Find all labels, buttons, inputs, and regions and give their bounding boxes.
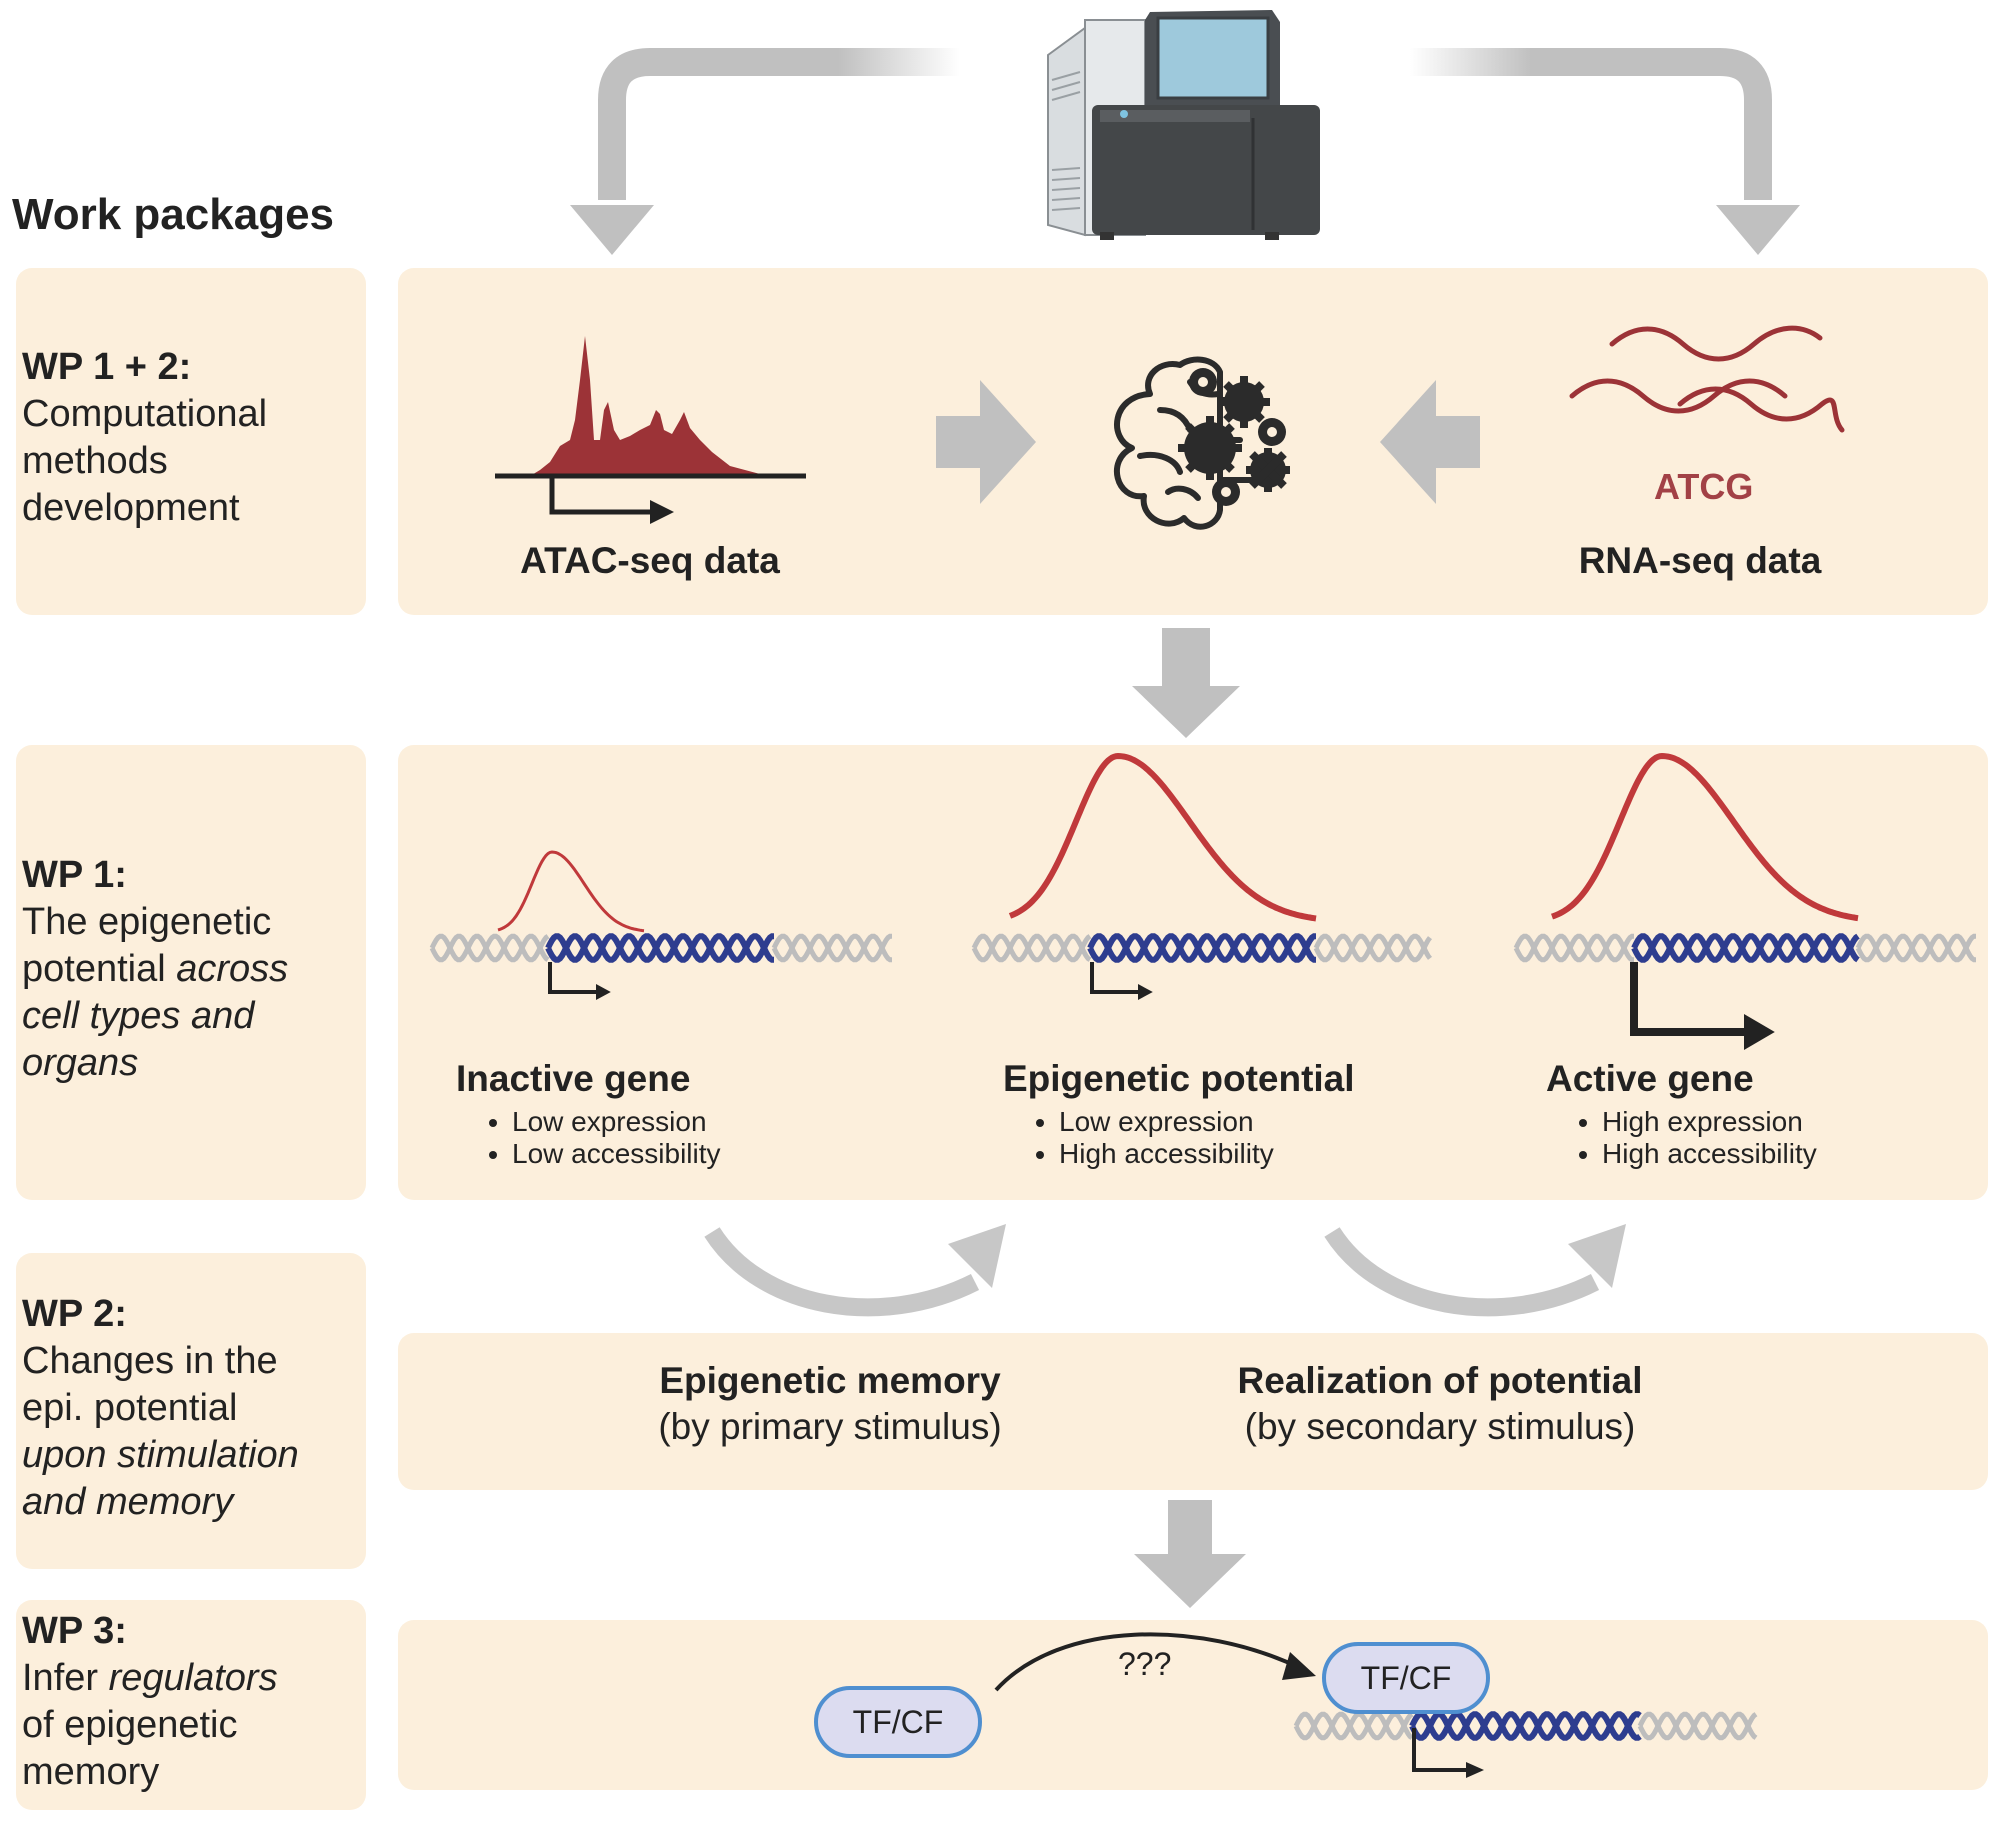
gene-state-bullet: Low expression	[1059, 1106, 1355, 1138]
transition-subtitle: (by secondary stimulus)	[1244, 1406, 1636, 1447]
transition-arrow-1	[704, 1224, 1006, 1317]
wp-description-line: memory	[22, 1751, 160, 1793]
wp-id: WP 3:	[22, 1610, 127, 1652]
gene-state-inactive: Inactive gene Low expression Low accessi…	[456, 1058, 721, 1170]
wp-description-line: upon stimulation	[22, 1434, 299, 1476]
atac-to-brain-arrow	[936, 380, 1036, 504]
wp-description-line: methods	[22, 440, 168, 482]
wp-description-line: epi. potential	[22, 1387, 238, 1429]
transition-memory: Epigenetic memory (by primary stimulus)	[580, 1358, 1080, 1450]
down-arrow-2	[1134, 1500, 1246, 1608]
tf-cf-bound: TF/CF	[1322, 1642, 1490, 1714]
gene-state-title: Epigenetic potential	[1003, 1058, 1355, 1099]
wp12-label-panel	[16, 268, 366, 615]
tf-binding-arrow	[994, 1632, 1316, 1692]
wp3-label-panel	[16, 1600, 366, 1810]
wp-description-line: Infer regulators	[22, 1657, 278, 1699]
sequencer-left-arrow	[570, 48, 960, 255]
dna-helix-icon	[971, 933, 1433, 963]
wp-description-line: of epigenetic	[22, 1704, 238, 1746]
page-title: Work packages	[12, 190, 335, 239]
gear-icons	[1178, 368, 1290, 506]
transition-title: Epigenetic memory	[659, 1360, 1001, 1401]
wp1-description: WP 1: The epigenetic potential across cell …	[22, 852, 288, 1087]
tss-arrow-icon	[548, 962, 598, 994]
dna-helix-icon	[1293, 1711, 1758, 1741]
transition-title: Realization of potential	[1237, 1360, 1643, 1401]
rna-strands-icon	[1569, 325, 1845, 433]
wp-description-line: The epigenetic	[22, 901, 272, 943]
sequencer-icon	[1047, 10, 1320, 240]
atac-peak-icon	[495, 336, 806, 524]
wp1-content-panel	[398, 745, 1988, 1200]
wp-id: WP 1:	[22, 854, 127, 896]
transition-arrow-2	[1324, 1224, 1626, 1317]
accessibility-peak-icon	[497, 850, 645, 933]
gene-state-bullet: High expression	[1602, 1106, 1817, 1138]
gene-state-potential: Epigenetic potential Low expression High…	[1003, 1058, 1355, 1170]
gene-state-bullet: High accessibility	[1602, 1138, 1817, 1170]
unknown-regulator-label: ???	[1118, 1646, 1172, 1682]
gene-state-title: Active gene	[1546, 1058, 1754, 1099]
sequencer-right-arrow	[1410, 48, 1800, 255]
rna-sequence-label: ATCG	[1654, 466, 1754, 507]
wp-description-line: Computational	[22, 393, 268, 435]
rna-seq-label: RNA-seq data	[1578, 540, 1822, 581]
wp-description-line: and memory	[22, 1481, 234, 1523]
tf-cf-unbound: TF/CF	[814, 1686, 982, 1758]
wp1-label-panel	[16, 745, 366, 1200]
wp-description-line: cell types and	[22, 995, 255, 1037]
wp12-description: WP 1 + 2: Computational methods development	[22, 344, 267, 532]
gene-state-bullet: Low accessibility	[512, 1138, 721, 1170]
atac-seq-label: ATAC-seq data	[520, 540, 780, 581]
gene-state-bullet: High accessibility	[1059, 1138, 1355, 1170]
down-arrow-1	[1132, 628, 1240, 738]
accessibility-peak-icon	[1008, 752, 1317, 922]
rna-to-brain-arrow	[1380, 380, 1480, 504]
accessibility-peak-icon	[1551, 752, 1859, 922]
wp3-description: WP 3: Infer regulators of epigenetic memory	[22, 1608, 278, 1796]
gene-state-bullet: Low expression	[512, 1106, 721, 1138]
wp2-description: WP 2: Changes in the epi. potential upon st…	[22, 1291, 299, 1526]
wp2-label-panel	[16, 1253, 366, 1569]
wp-description-line: potential across	[22, 948, 289, 990]
transition-realization: Realization of potential (by secondary s…	[1170, 1358, 1710, 1450]
dna-helix-icon	[1513, 933, 1976, 963]
transition-subtitle: (by primary stimulus)	[658, 1406, 1002, 1447]
tss-arrow-icon	[1630, 962, 1746, 1036]
wp-description-line: organs	[22, 1042, 139, 1084]
gene-state-active: Active gene High expression High accessi…	[1546, 1058, 1817, 1170]
tss-arrow-icon	[1412, 1728, 1484, 1778]
wp2-content-panel	[398, 1333, 1988, 1490]
wp-id: WP 1 + 2:	[22, 346, 192, 388]
dna-helix-icon	[429, 933, 892, 963]
wp-description-line: Changes in the	[22, 1340, 278, 1382]
wp-id: WP 2:	[22, 1293, 127, 1335]
wp-description-line: development	[22, 487, 240, 529]
tss-arrow-icon	[1090, 962, 1140, 994]
wp3-content-panel	[398, 1620, 1988, 1790]
dna-helix-icon	[1293, 1711, 1758, 1741]
gene-state-title: Inactive gene	[456, 1058, 691, 1099]
